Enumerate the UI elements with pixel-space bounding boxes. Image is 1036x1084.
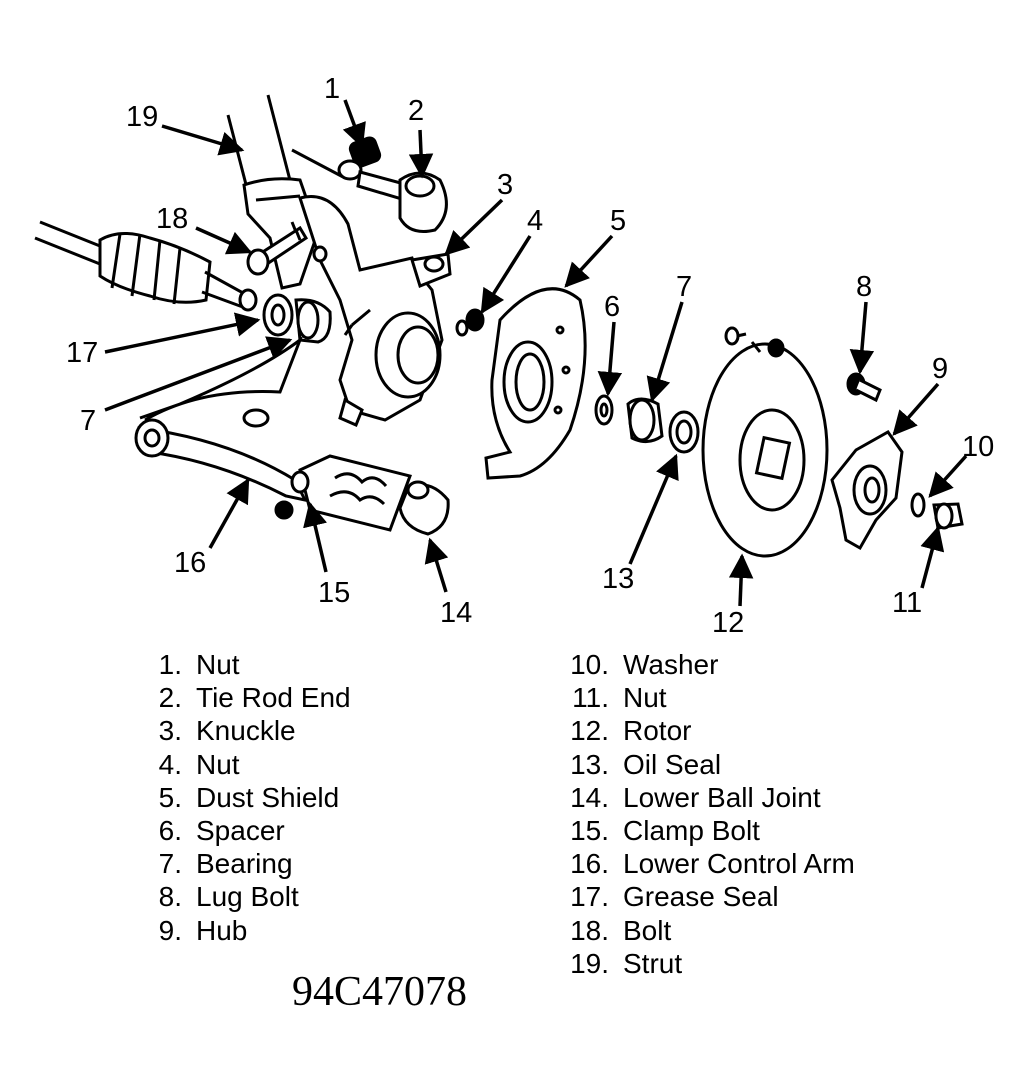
leader-13 — [628, 453, 679, 565]
callout-13: 13 — [602, 563, 634, 595]
legend-item: 1.Nut — [158, 649, 240, 680]
legend-item: 4.Nut — [158, 748, 240, 780]
legend-item: 7.Bearing — [158, 848, 293, 880]
leader-15 — [303, 501, 328, 573]
leader-9 — [892, 382, 940, 436]
tie-rod-drawing — [337, 136, 448, 233]
figure-id: 94C47078 — [292, 969, 468, 1015]
outer-bearing-drawing — [594, 394, 700, 454]
knuckle-drawing — [298, 195, 452, 427]
callout-16: 16 — [174, 547, 206, 579]
leader-17 — [104, 312, 261, 354]
drive-shaft-drawing — [34, 220, 258, 312]
leader-11 — [920, 525, 945, 589]
callout-7-inner: 7 — [80, 405, 96, 437]
callout-10: 10 — [962, 431, 994, 463]
exploded-suspension-diagram: 1 2 3 4 5 6 7 8 9 10 11 12 13 14 15 16 1… — [34, 73, 994, 639]
legend-item: 16.Lower Control Arm — [570, 848, 855, 880]
lower-arm-drawing — [134, 335, 450, 536]
legend-item: 13.Oil Seal — [570, 748, 722, 780]
rotor-drawing — [701, 326, 829, 558]
callout-7-outer: 7 — [676, 271, 692, 303]
nut-drawing — [455, 308, 485, 337]
callout-4: 4 — [527, 205, 543, 237]
leader-6 — [597, 321, 623, 397]
legend-item: 14.Lower Ball Joint — [570, 781, 821, 813]
callout-12: 12 — [712, 607, 744, 639]
callout-2: 2 — [408, 95, 424, 127]
legend-item: 19.Strut — [570, 947, 683, 979]
bolt-drawing — [246, 221, 309, 276]
callout-3: 3 — [497, 169, 513, 201]
callout-18: 18 — [156, 203, 188, 235]
legend-item: 15.Clamp Bolt — [570, 815, 760, 847]
callout-17: 17 — [66, 337, 98, 369]
leader-18 — [195, 226, 253, 255]
leader-1 — [342, 99, 366, 149]
callout-labels: 1 2 3 4 5 6 7 8 9 10 11 12 13 14 15 16 1… — [66, 73, 994, 639]
leader-7-outer — [646, 301, 684, 403]
callout-1: 1 — [324, 73, 340, 105]
leader-14 — [424, 537, 449, 593]
legend-item: 6.Spacer — [158, 815, 285, 847]
legend-item: 17.Grease Seal — [570, 881, 779, 913]
leader-7-inner — [104, 336, 293, 412]
leader-4 — [480, 235, 532, 315]
inner-seal-bearing-drawing — [262, 293, 332, 344]
callout-14: 14 — [440, 597, 472, 629]
legend-item: 8.Lug Bolt — [158, 881, 299, 913]
callout-6: 6 — [604, 291, 620, 323]
leader-3 — [444, 198, 504, 256]
legend-item: 9.Hub — [158, 914, 248, 946]
dust-shield-drawing — [484, 287, 587, 480]
legend-item: 5.Dust Shield — [158, 781, 340, 813]
leader-arrows — [104, 99, 968, 607]
legend-item: 12.Rotor — [570, 715, 692, 747]
washer-nut-drawing — [910, 492, 964, 530]
leader-19 — [161, 124, 245, 156]
leader-5 — [564, 234, 614, 288]
hub-drawing — [830, 372, 904, 551]
leader-16 — [208, 477, 250, 549]
callout-9: 9 — [932, 353, 948, 385]
parts-legend-right: 10.Washer 11.Nut 12.Rotor 13.Oil Seal 14… — [566, 648, 855, 980]
callout-5: 5 — [610, 205, 626, 237]
leader-2 — [408, 129, 434, 179]
parts-legend-left: 1.Nut 2.Tie Rod End 3.Knuckle 4.Nut 5.Du… — [150, 648, 351, 947]
legend-item: 3.Knuckle — [158, 715, 296, 747]
leader-10 — [928, 454, 968, 498]
callout-19: 19 — [126, 101, 158, 133]
callout-11: 11 — [892, 587, 922, 619]
leader-12 — [728, 553, 754, 607]
strut-drawing — [226, 94, 346, 290]
legend-item: 11.Nut — [572, 682, 667, 714]
callout-15: 15 — [318, 577, 350, 609]
legend-item: 2.Tie Rod End — [158, 682, 351, 714]
callout-8: 8 — [856, 271, 872, 303]
legend-item: 10.Washer — [570, 649, 719, 680]
legend-item: 18.Bolt — [570, 914, 672, 946]
leader-8 — [849, 301, 875, 375]
